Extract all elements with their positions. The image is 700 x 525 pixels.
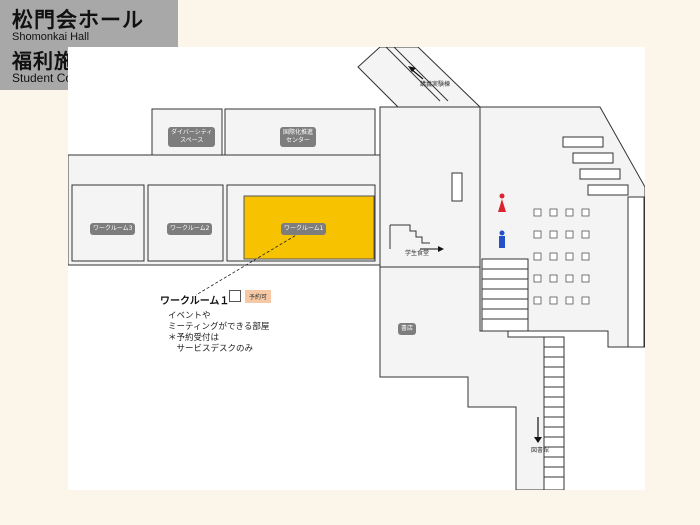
arrow-to-library-icon [534, 417, 542, 443]
arrow-to-lecture-icon [408, 66, 424, 80]
info-room-title: ワークルーム１ [160, 296, 230, 307]
label-library: 図書館 [531, 447, 550, 454]
building-name-en: Shomonkai Hall [12, 31, 90, 43]
label-lecture-building: 講義実験棟 [420, 81, 451, 88]
room-international-center: 国際化推進 センター [280, 127, 317, 147]
reservable-badge: 予約可 [245, 290, 272, 303]
female-toilet-icon [498, 193, 506, 212]
calendar-icon [229, 290, 241, 302]
label-cafeteria: 学生食堂 [405, 250, 430, 257]
room-work-3: ワークルーム3 [90, 223, 136, 235]
stairs-arrow-icon [420, 246, 444, 252]
info-room-description: イベントや ミーティングができる部屋 ＊予約受付は サービスデスクのみ [168, 311, 270, 354]
floor-map: ダイバーシティ スペース 国際化推進 センター ワークルーム3 ワークルーム2 … [68, 47, 645, 490]
male-toilet-icon [499, 230, 505, 248]
building-name-jp: 松門会ホール [12, 8, 144, 32]
room-diversity-space: ダイバーシティ スペース [168, 127, 216, 147]
room-work-2: ワークルーム2 [167, 223, 213, 235]
pointer-line [195, 227, 309, 296]
room-bookstore: 書店 [398, 323, 417, 335]
floor-plan-drawing [68, 47, 645, 490]
room-work-1: ワークルーム1 [281, 223, 327, 235]
